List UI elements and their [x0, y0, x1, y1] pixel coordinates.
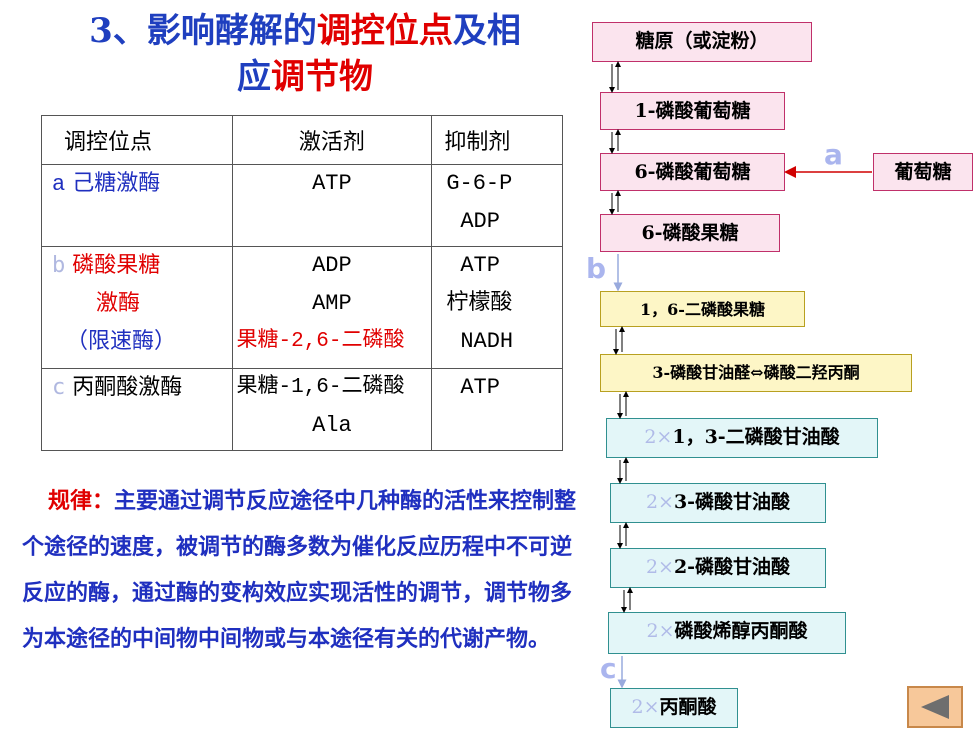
- pyruvate-box: 2×丙酮酸: [610, 688, 738, 728]
- site-note: （限速酶）: [66, 328, 177, 354]
- rule-text: 主要通过调节反应途径中几种酶的活性来控制整个途径的速度，被调节的酶多数为催化反应…: [22, 488, 577, 652]
- pep-box: 2×磷酸烯醇丙酮酸: [608, 612, 846, 654]
- header-site: 调控位点: [41, 115, 233, 165]
- activator: 果糖-2,6-二磷酸: [236, 329, 405, 353]
- title-part: 3、影响酵解的: [89, 11, 317, 51]
- glycogen-box: 糖原（或淀粉）: [592, 22, 812, 62]
- box-label: 葡萄糖: [894, 161, 952, 183]
- table-header-row: 调控位点 激活剂 抑制剂: [41, 115, 563, 165]
- activator: AMP: [312, 290, 352, 316]
- reversible-arrow-2: [609, 129, 621, 154]
- site-cell: b 磷酸果糖: [52, 247, 232, 285]
- box-label: 1，6-二磷酸果糖: [640, 300, 765, 319]
- table-row: c 丙酮酸激酶 果糖-1,6-二磷酸 Ala ATP: [41, 368, 563, 451]
- inhibitor: ATP: [460, 375, 500, 401]
- activator: ATP: [312, 171, 352, 196]
- box-label: 1-磷酸葡萄糖: [634, 100, 751, 122]
- pg3-box: 2×3-磷酸甘油酸: [610, 483, 826, 523]
- inhibitor: ATP: [460, 252, 500, 278]
- box-label: 3-磷酸甘油酸: [673, 491, 791, 513]
- row-label: b: [52, 252, 66, 278]
- site-name: 激酶: [96, 290, 141, 316]
- site-cell: c 丙酮酸激酶: [52, 369, 232, 407]
- site-label-c: c: [600, 652, 617, 685]
- box-label: 丙酮酸: [659, 696, 717, 718]
- reversible-arrow-5: [617, 391, 629, 419]
- multiplier: 2×: [644, 426, 673, 448]
- box-label: 2-磷酸甘油酸: [673, 556, 791, 578]
- header-inhibitor: 抑制剂: [431, 115, 563, 165]
- glucose-box: 葡萄糖: [873, 153, 973, 191]
- g1p-box: 1-磷酸葡萄糖: [600, 92, 785, 130]
- row-label: a: [52, 172, 66, 197]
- reversible-arrow-4: [613, 326, 625, 355]
- site-label-a: a: [824, 138, 843, 171]
- site-name: 磷酸果糖: [72, 252, 161, 278]
- regulation-table: 调控位点 激活剂 抑制剂 a 己糖激酶 ATP G-6-P ADP b 磷酸果糖…: [41, 115, 563, 451]
- header-activator: 激活剂: [231, 115, 433, 165]
- pg2-box: 2×2-磷酸甘油酸: [610, 548, 826, 588]
- back-arrow-icon: [921, 695, 949, 719]
- multiplier: 2×: [646, 620, 675, 642]
- activator: Ala: [312, 413, 352, 439]
- inhibitor: 柠檬酸: [446, 290, 513, 316]
- multiplier: 2×: [645, 491, 674, 513]
- activator: ADP: [312, 252, 352, 278]
- slide-title: 3、影响酵解的调控位点及相 应调节物: [40, 8, 570, 100]
- box-label: 糖原（或淀粉）: [635, 30, 769, 52]
- back-button[interactable]: [907, 686, 963, 728]
- activator: 果糖-1,6-二磷酸: [236, 376, 405, 400]
- g6p-box: 6-磷酸葡萄糖: [600, 153, 785, 191]
- site-name: 己糖激酶: [72, 171, 161, 196]
- inhibitor: ADP: [460, 209, 500, 234]
- box-label: 3-磷酸甘油醛⇔磷酸二羟丙酮: [652, 363, 860, 382]
- title-part: 应: [237, 57, 271, 97]
- rule-paragraph: 规律：主要通过调节反应途径中几种酶的活性来控制整个途径的速度，被调节的酶多数为催…: [22, 478, 578, 662]
- bpg-box: 2×1，3-二磷酸甘油酸: [606, 418, 878, 458]
- multiplier: 2×: [631, 696, 660, 718]
- title-highlight: 调节物: [271, 57, 373, 97]
- row-label: c: [52, 375, 66, 401]
- multiplier: 2×: [645, 556, 674, 578]
- site-label-b: b: [586, 252, 607, 285]
- box-label: 6-磷酸果糖: [641, 222, 739, 244]
- reversible-arrow-3: [609, 190, 621, 215]
- box-label: 6-磷酸葡萄糖: [634, 161, 751, 183]
- reversible-arrow-7: [617, 522, 629, 549]
- table-row: a 己糖激酶 ATP G-6-P ADP: [41, 164, 563, 247]
- title-part: 及相: [452, 11, 521, 51]
- reversible-arrow-1: [609, 61, 621, 93]
- reversible-arrow-6: [617, 457, 629, 484]
- triose-box: 3-磷酸甘油醛⇔磷酸二羟丙酮: [600, 354, 912, 392]
- box-label: 1，3-二磷酸甘油酸: [672, 426, 840, 448]
- site-name: 丙酮酸激酶: [72, 375, 183, 401]
- f6p-box: 6-磷酸果糖: [600, 214, 780, 252]
- inhibitor: NADH: [460, 328, 514, 354]
- site-cell: a 己糖激酶: [52, 165, 232, 203]
- rule-label: 规律：: [48, 488, 115, 514]
- inhibitor: G-6-P: [446, 171, 513, 196]
- reversible-arrow-8: [621, 587, 633, 613]
- table-row: b 磷酸果糖 激酶 （限速酶） ADP AMP 果糖-2,6-二磷酸 ATP 柠…: [41, 246, 563, 370]
- box-label: 磷酸烯醇丙酮酸: [674, 620, 808, 642]
- title-highlight: 调控位点: [316, 11, 453, 51]
- fbp-box: 1，6-二磷酸果糖: [600, 291, 805, 327]
